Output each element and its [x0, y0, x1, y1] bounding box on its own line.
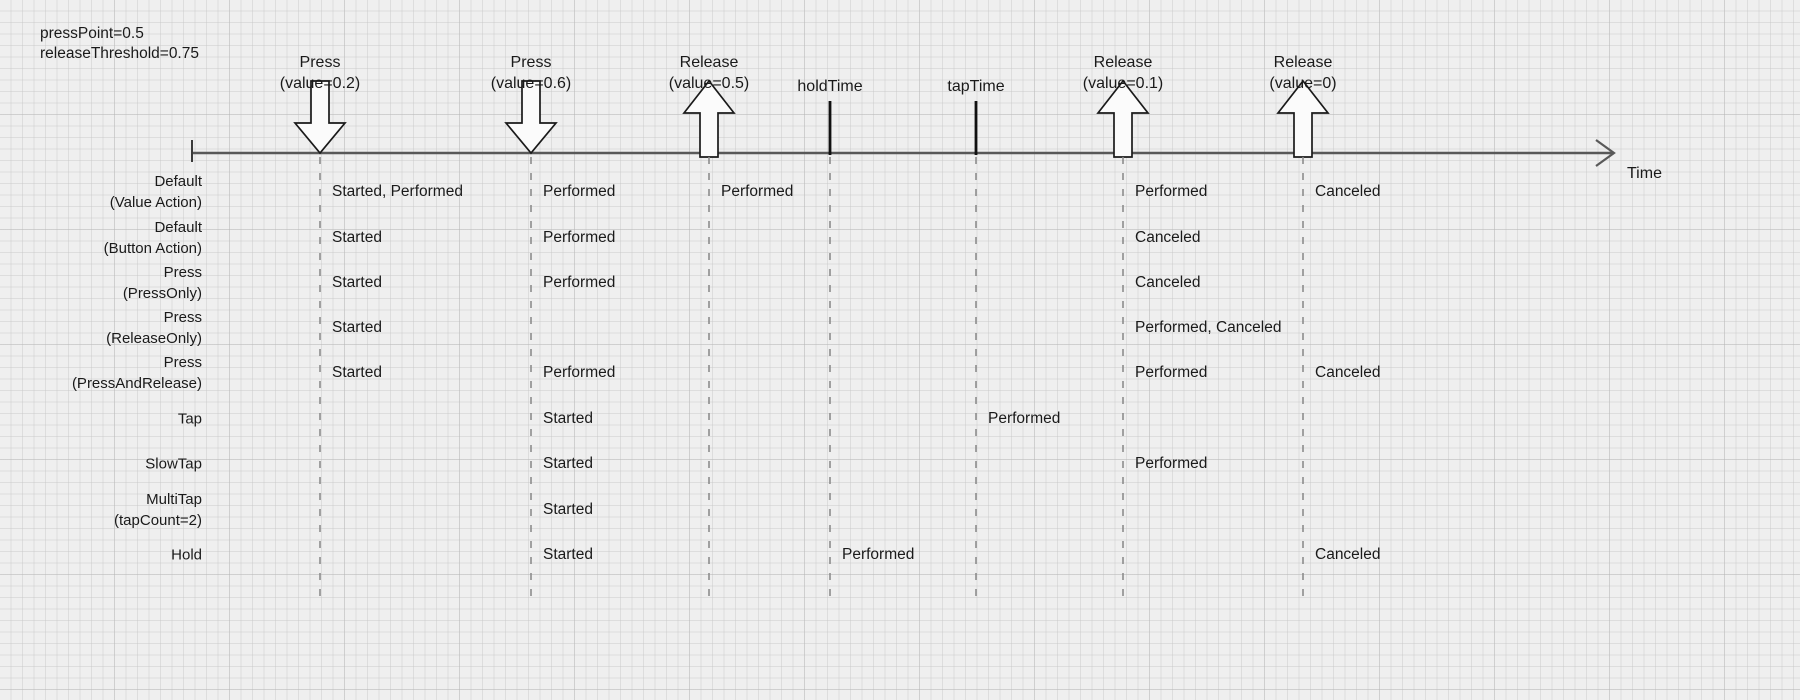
cell-press-02-row4: Started — [332, 364, 382, 381]
press-arrow-down-1 — [504, 80, 558, 155]
release-arrow-up-5 — [1096, 79, 1150, 158]
row-label-line2: (Button Action) — [103, 240, 202, 257]
row-label-line1: Default — [154, 173, 202, 190]
cell-press-06-row8: Started — [543, 546, 593, 563]
cell-press-06-row1: Performed — [543, 229, 616, 246]
cell-release-00-row0: Canceled — [1315, 183, 1381, 200]
row-label-tap-5: Tap — [178, 409, 202, 430]
cell-release-01-row2: Canceled — [1135, 274, 1201, 291]
cell-press-06-row5: Started — [543, 410, 593, 427]
event-label-line1: tapTime — [947, 78, 1005, 95]
release-arrow-up-2 — [682, 79, 736, 158]
cell-release-01-row3: Performed, Canceled — [1135, 319, 1282, 336]
parameter-releasethreshold: releaseThreshold=0.75 — [40, 45, 199, 62]
event-label-line2: (value=0.6) — [490, 75, 572, 92]
cell-release-01-row6: Performed — [1135, 455, 1208, 472]
row-label-line1: Default — [154, 219, 202, 236]
cell-press-06-row2: Performed — [543, 274, 616, 291]
event-label-line2: (value=0.2) — [279, 75, 361, 92]
cell-release-01-row4: Performed — [1135, 364, 1208, 381]
cell-press-02-row3: Started — [332, 319, 382, 336]
event-label-line1: Press — [299, 54, 341, 71]
event-label-holdtime: holdTime — [797, 76, 862, 97]
row-label-line1: Hold — [171, 546, 202, 564]
event-label-line2: (value=0.1) — [1082, 75, 1164, 92]
cell-release-01-row1: Canceled — [1135, 229, 1201, 246]
cell-press-06-row7: Started — [543, 501, 593, 518]
event-label-line2: (value=0) — [1269, 75, 1337, 92]
row-label-default-0: Default (Value Action) — [110, 171, 202, 213]
row-label-slowtap-6: SlowTap — [145, 454, 202, 475]
cell-press-02-row0: Started, Performed — [332, 183, 463, 200]
event-label-line1: Press — [510, 54, 552, 71]
event-label-release-01: Release (value=0.1) — [1083, 52, 1164, 94]
row-label-line1: Tap — [177, 410, 202, 428]
row-label-line1: SlowTap — [145, 455, 202, 473]
row-label-line2: (PressAndRelease) — [71, 375, 202, 392]
cell-press-02-row2: Started — [332, 274, 382, 291]
row-label-line2: (Value Action) — [109, 194, 202, 211]
row-label-press-2: Press (PressOnly) — [123, 262, 202, 304]
row-label-line1: Press — [163, 309, 202, 326]
event-label-line2: (value=0.5) — [668, 75, 750, 92]
event-label-press-06: Press (value=0.6) — [491, 52, 572, 94]
event-label-taptime: tapTime — [947, 76, 1004, 97]
cell-release-05-row0: Performed — [721, 183, 794, 200]
axis-label-time: Time — [1627, 165, 1662, 182]
parameters-note: pressPoint=0.5 releaseThreshold=0.75 — [40, 24, 199, 64]
row-label-line2: (ReleaseOnly) — [106, 330, 202, 347]
release-arrow-up-6 — [1276, 79, 1330, 158]
cell-press-06-row0: Performed — [543, 183, 616, 200]
row-label-press-4: Press (PressAndRelease) — [72, 352, 202, 394]
row-label-multitap-7: MultiTap (tapCount=2) — [114, 489, 202, 531]
row-label-line1: Press — [163, 354, 202, 371]
cell-release-00-row4: Canceled — [1315, 364, 1381, 381]
event-label-line1: Release — [1273, 54, 1333, 71]
row-label-line1: MultiTap — [146, 491, 202, 508]
row-label-line2: (PressOnly) — [122, 285, 202, 302]
cell-release-01-row0: Performed — [1135, 183, 1208, 200]
event-label-line1: Release — [1093, 54, 1153, 71]
cell-press-02-row1: Started — [332, 229, 382, 246]
row-label-hold-8: Hold — [171, 545, 202, 566]
row-label-press-3: Press (ReleaseOnly) — [106, 307, 202, 349]
event-label-line1: holdTime — [797, 78, 863, 95]
cell-taptime-row5: Performed — [988, 410, 1061, 427]
row-label-default-1: Default (Button Action) — [104, 217, 202, 259]
event-label-line1: Release — [679, 54, 739, 71]
row-label-line1: Press — [163, 264, 202, 281]
press-arrow-down-0 — [293, 80, 347, 155]
event-label-release-00: Release (value=0) — [1269, 52, 1336, 94]
event-label-press-02: Press (value=0.2) — [280, 52, 361, 94]
cell-holdtime-row8: Performed — [842, 546, 915, 563]
parameter-presspoint: pressPoint=0.5 — [40, 25, 144, 42]
axis-arrowhead — [1595, 139, 1616, 167]
event-label-release-05: Release (value=0.5) — [669, 52, 750, 94]
cell-release-00-row8: Canceled — [1315, 546, 1381, 563]
cell-press-06-row6: Started — [543, 455, 593, 472]
cell-press-06-row4: Performed — [543, 364, 616, 381]
row-label-line2: (tapCount=2) — [114, 512, 202, 529]
